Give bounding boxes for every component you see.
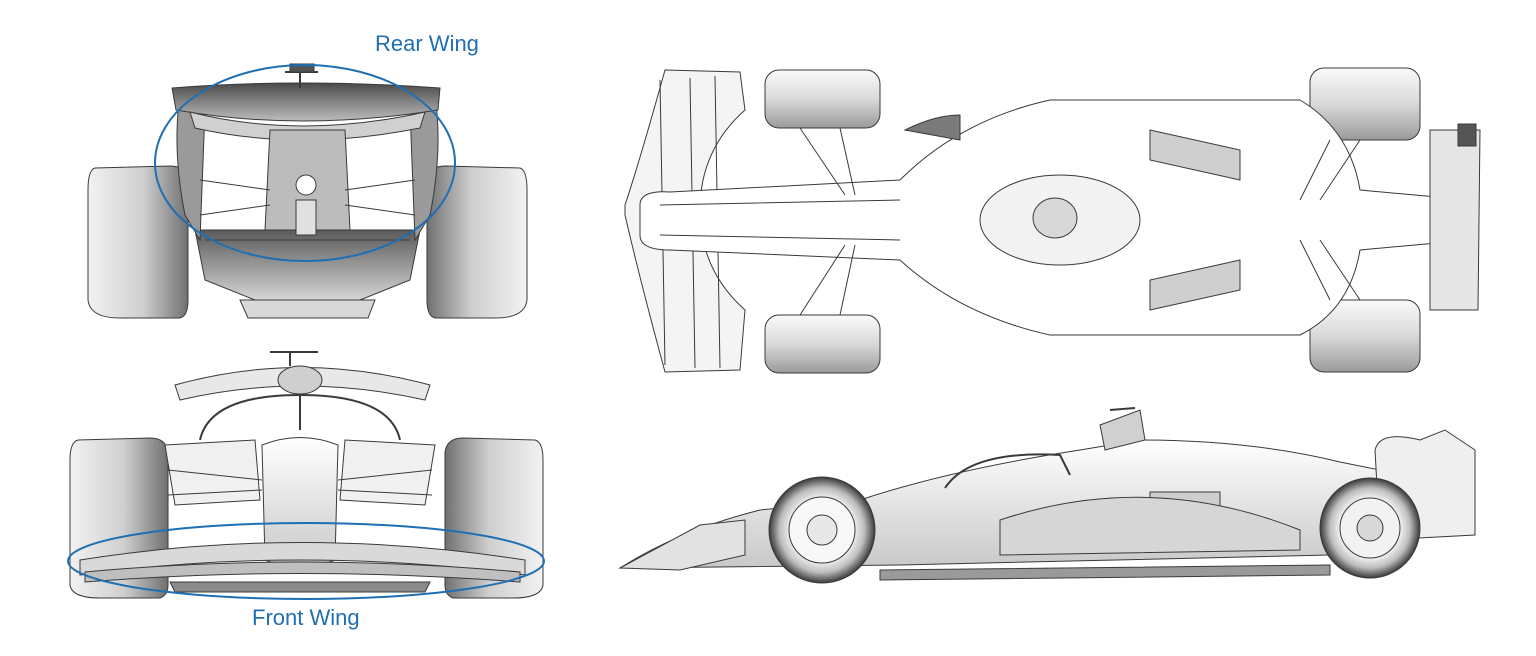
side-front-wheel [768, 476, 876, 584]
rear-wing-main-plane [171, 82, 441, 122]
front-view [69, 351, 544, 599]
side-front-wing [618, 519, 746, 571]
top-rear-left-tyre [1309, 67, 1421, 141]
top-rear-right-tyre [1309, 299, 1421, 373]
rear-wing-label: Rear Wing [375, 31, 479, 56]
top-front-left-tyre [764, 69, 881, 129]
top-front-right-tyre [764, 314, 881, 374]
side-rear-wheel [1319, 477, 1421, 579]
rear-view [87, 63, 528, 319]
front-wing-highlight-ellipse [67, 522, 545, 600]
front-wing-label: Front Wing [252, 605, 360, 630]
top-rear-wing [1429, 129, 1481, 311]
rear-wing-highlight-ellipse [154, 64, 456, 262]
rear-left-tyre [87, 165, 189, 319]
top-view [624, 67, 1481, 374]
side-view [618, 407, 1476, 584]
side-halo [944, 453, 1071, 489]
rear-right-tyre [426, 165, 528, 319]
top-sidepod-vents [1149, 129, 1241, 311]
